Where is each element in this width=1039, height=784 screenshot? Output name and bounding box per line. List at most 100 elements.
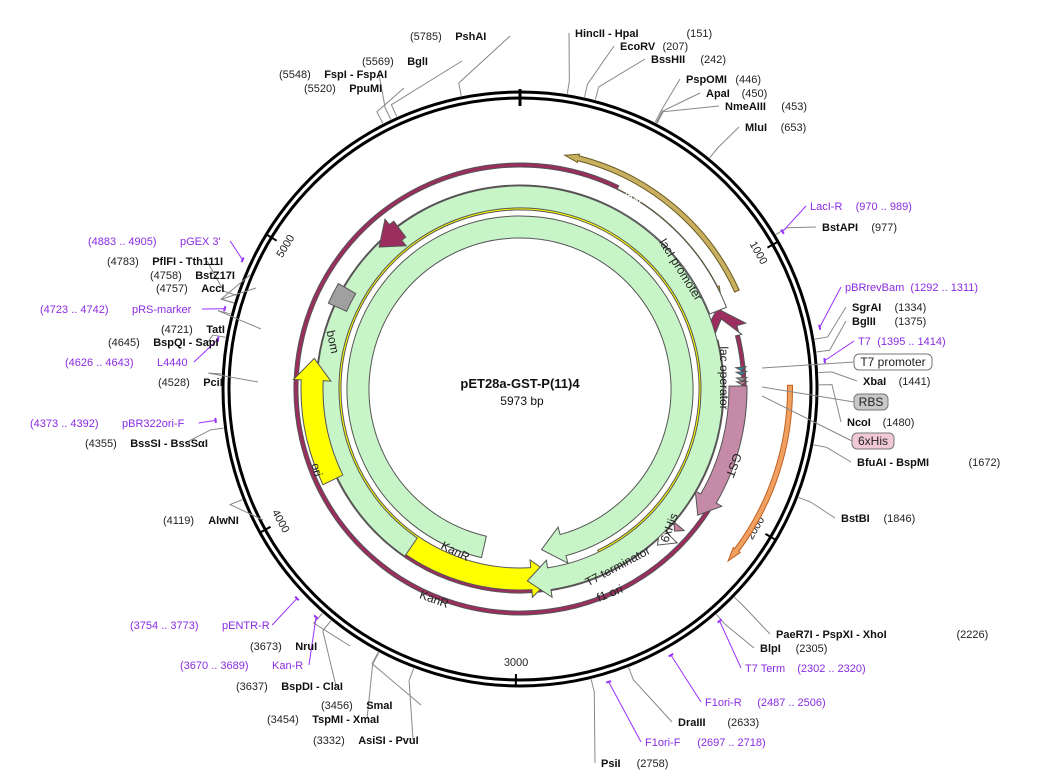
primer-tick: [716, 618, 723, 624]
primer-tick: [216, 336, 220, 342]
site-leader: [584, 45, 615, 98]
primer-range: (2302 .. 2320): [797, 663, 866, 675]
site-leader: [655, 92, 701, 124]
site-position: (207): [663, 41, 689, 53]
site-position: (4758): [150, 270, 182, 282]
site-name: PpuMI: [349, 83, 382, 95]
site-position: (653): [781, 122, 807, 134]
primer-name: T7: [858, 336, 871, 348]
site-name: TatI: [206, 324, 225, 336]
site-position: (4783): [107, 256, 139, 268]
site-name: XbaI: [863, 376, 886, 388]
site-position: (5548): [279, 69, 311, 81]
site-name: BglI: [407, 56, 428, 68]
site-leader: [798, 496, 836, 519]
orf-arrow: [563, 153, 740, 293]
site-leader: [228, 499, 264, 521]
primer-tick: [313, 614, 319, 620]
primer-tick: [780, 228, 785, 235]
tick-label: 1000: [747, 239, 770, 266]
site-name: FspI - FspAI: [324, 69, 387, 81]
primer-name: F1ori-R: [705, 697, 742, 709]
site-leader: [220, 274, 251, 304]
feature-box-label: T7 promoter: [860, 355, 925, 369]
primer-leader: [782, 205, 807, 233]
primer-name: F1ori-F: [645, 737, 681, 749]
primer-range: (1395 .. 1414): [877, 336, 946, 348]
primer-name: LacI-R: [810, 201, 842, 213]
site-position: (2633): [727, 717, 759, 729]
site-position: (1480): [883, 417, 915, 429]
primer-name: pGEX 3': [180, 236, 221, 248]
site-position: (3454): [267, 714, 299, 726]
feature-box-label: RBS: [859, 395, 884, 409]
site-position: (2758): [637, 758, 669, 770]
primer-range: (1292 .. 1311): [910, 282, 978, 294]
feature-label: bom: [324, 329, 343, 355]
site-name: SmaI: [366, 700, 392, 712]
primer-range: (2697 .. 2718): [697, 737, 766, 749]
site-name: BspDI - ClaI: [281, 681, 343, 693]
site-leader: [814, 306, 847, 340]
site-name: BstAPI: [822, 222, 858, 234]
site-name: HincII - HpaI: [575, 28, 639, 40]
box-leader: [761, 361, 855, 369]
site-position: (5569): [362, 56, 394, 68]
orf-arrow: [727, 384, 793, 563]
site-name: BspQI - SapI: [153, 337, 218, 349]
site-leader: [775, 226, 817, 235]
site-position: (3673): [250, 641, 282, 653]
feature-rbs: [734, 376, 749, 382]
feature-ori: [292, 357, 344, 486]
site-position: (4355): [85, 438, 117, 450]
site-leader: [371, 652, 422, 706]
site-name: ApaI: [706, 88, 730, 100]
site-leader: [818, 371, 858, 382]
site-position: (4757): [156, 283, 188, 295]
tick-mark: [259, 525, 272, 534]
site-leader: [566, 32, 570, 94]
site-position: (450): [742, 88, 768, 100]
site-position: (1375): [895, 316, 927, 328]
tick-label: 3000: [504, 657, 529, 669]
primer-range: (4626 .. 4643): [65, 357, 134, 369]
primer-leader: [608, 681, 642, 743]
primer-name: Kan-R: [272, 660, 303, 672]
site-leader: [207, 334, 226, 343]
tick-mark: [764, 532, 777, 541]
site-name: PflFI - Tth111I: [152, 256, 223, 268]
site-leader: [654, 78, 681, 123]
site-leader: [184, 427, 224, 444]
primer-range: (4723 .. 4742): [40, 304, 109, 316]
site-name: EcoRV: [620, 41, 656, 53]
primer-leader: [193, 338, 219, 363]
box-leader: [761, 386, 855, 403]
site-leader: [594, 58, 646, 100]
site-name: PaeR7I - PspXI - XhoI: [776, 629, 887, 641]
feature-label: lac operator: [717, 346, 731, 409]
site-leader: [734, 596, 771, 635]
primer-name: pBRrevBam: [845, 282, 904, 294]
site-position: (2305): [796, 643, 828, 655]
site-leader: [656, 105, 720, 124]
site-position: (453): [781, 101, 807, 113]
site-position: (1672): [969, 457, 1001, 469]
site-position: (3456): [321, 700, 353, 712]
primer-range: (970 .. 989): [856, 201, 912, 213]
site-leader: [716, 614, 755, 649]
site-name: PspOMI: [686, 74, 727, 86]
feature-gst: [694, 385, 748, 516]
site-position: (446): [735, 74, 761, 86]
site-name: TspMI - XmaI: [312, 714, 379, 726]
site-name: NcoI: [847, 417, 871, 429]
feature-bom: [327, 282, 357, 313]
primer-tick: [818, 324, 822, 330]
feature-t7-promoter: [734, 366, 748, 372]
primer-leader: [229, 240, 244, 261]
site-position: (1846): [884, 513, 916, 525]
site-leader: [208, 372, 259, 383]
site-name: NmeAIII: [725, 101, 766, 113]
site-leader: [709, 126, 740, 159]
primer-range: (4883 .. 4905): [88, 236, 157, 248]
